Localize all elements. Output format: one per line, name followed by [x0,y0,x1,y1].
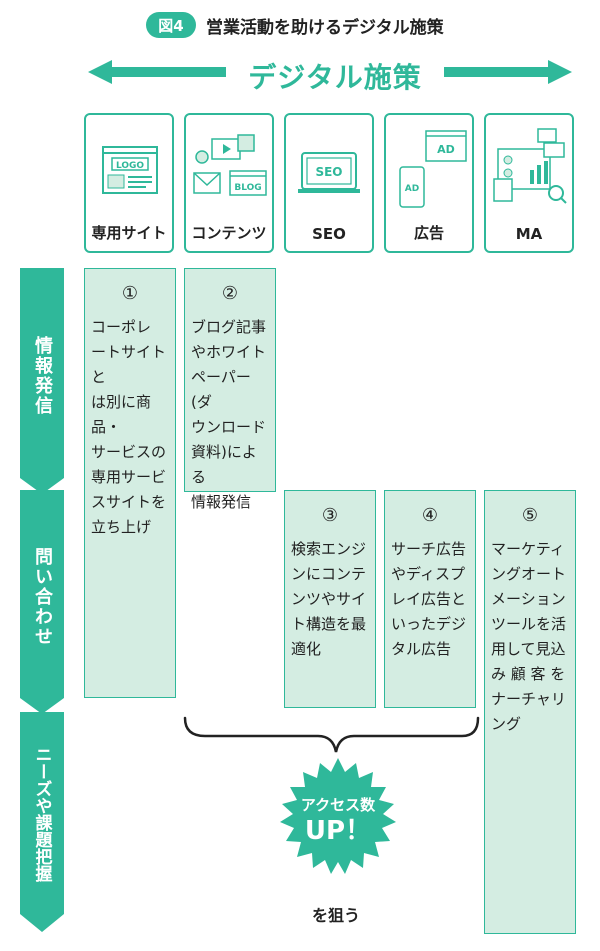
svg-text:AD: AD [405,184,419,194]
stage-label-inquiry: 問い合わせ [32,547,53,647]
website-logo-icon: LOGO [102,146,158,194]
marketing-automation-icon [493,128,567,204]
stage-label-info: 情報発信 [32,336,53,416]
channel-card-ads: AD AD 広告 [384,113,474,253]
measure-number: ② [221,283,239,304]
measure-number: ⑤ [521,505,539,526]
figure-badge: 図4 [146,12,196,38]
channel-card-seo: SEO SEO [284,113,374,253]
goal-label: を狙う [312,906,361,925]
measure-text: サーチ広告 やディスプ レイ広告と いったデジ タル広告 [391,540,467,658]
seo-monitor-icon: SEO [298,152,360,193]
stage-arrow-needs [20,712,64,932]
channel-label: SEO [312,225,346,243]
measure-box-1: ① コーポレ ートサイトと は別に商品・ サービスの 専用サービ スサイトを 立… [84,268,176,698]
channel-card-ma: MA [484,113,574,253]
svg-text:LOGO: LOGO [116,161,144,171]
channel-card-content: BLOG コンテンツ [184,113,274,253]
measure-text: マーケティ ングオート メーション ツールを活 用して見込 み 顧 客 を ナー… [491,540,567,733]
starburst-shape [280,758,396,874]
curly-brace [183,716,480,753]
svg-text:SEO: SEO [315,165,342,179]
measure-box-2: ② ブログ記事 やホワイト ペーパー(ダ ウンロード 資料)による 情報発信 [184,268,276,511]
measure-box-3: ③ 検索エンジ ンにコンテ ンツやサイ ト構造を最 適化 [284,490,376,708]
figure-title: 営業活動を助けるデジタル施策 [206,18,444,38]
content-blog-icon: BLOG [193,134,267,196]
double-arrow [88,60,572,84]
measure-text: コーポレ ートサイトと は別に商品・ サービスの 専用サービ スサイトを 立ち上… [91,318,167,536]
digital-measures-title: デジタル施策 [248,61,422,94]
measure-number: ③ [321,505,339,526]
stage-label-needs: ニーズや課題把握 [31,746,52,882]
starburst-line1: アクセス数 [300,796,376,814]
measure-box-5: ⑤ マーケティ ングオート メーション ツールを活 用して見込 み 顧 客 を … [484,490,576,934]
measure-text: ブログ記事 やホワイト ペーパー(ダ ウンロード 資料)による 情報発信 [191,318,267,511]
channel-label: MA [515,225,543,243]
channel-label: コンテンツ [191,224,267,242]
stage-arrow-info [20,268,64,494]
starburst-line2: UP！ [304,816,372,846]
svg-text:AD: AD [437,143,455,156]
measure-box-4: ④ サーチ広告 やディスプ レイ広告と いったデジ タル広告 [384,490,476,708]
measure-number: ④ [421,505,439,526]
measure-number: ① [121,283,139,304]
channel-label: 専用サイト [91,224,167,242]
stage-arrow-inquiry [20,490,64,714]
channel-label: 広告 [413,224,444,242]
channel-card-dedicated-site: LOGO 専用サイト [84,113,174,253]
svg-text:BLOG: BLOG [234,183,261,193]
ad-devices-icon: AD AD [399,130,467,208]
measure-text: 検索エンジ ンにコンテ ンツやサイ ト構造を最 適化 [291,540,367,658]
